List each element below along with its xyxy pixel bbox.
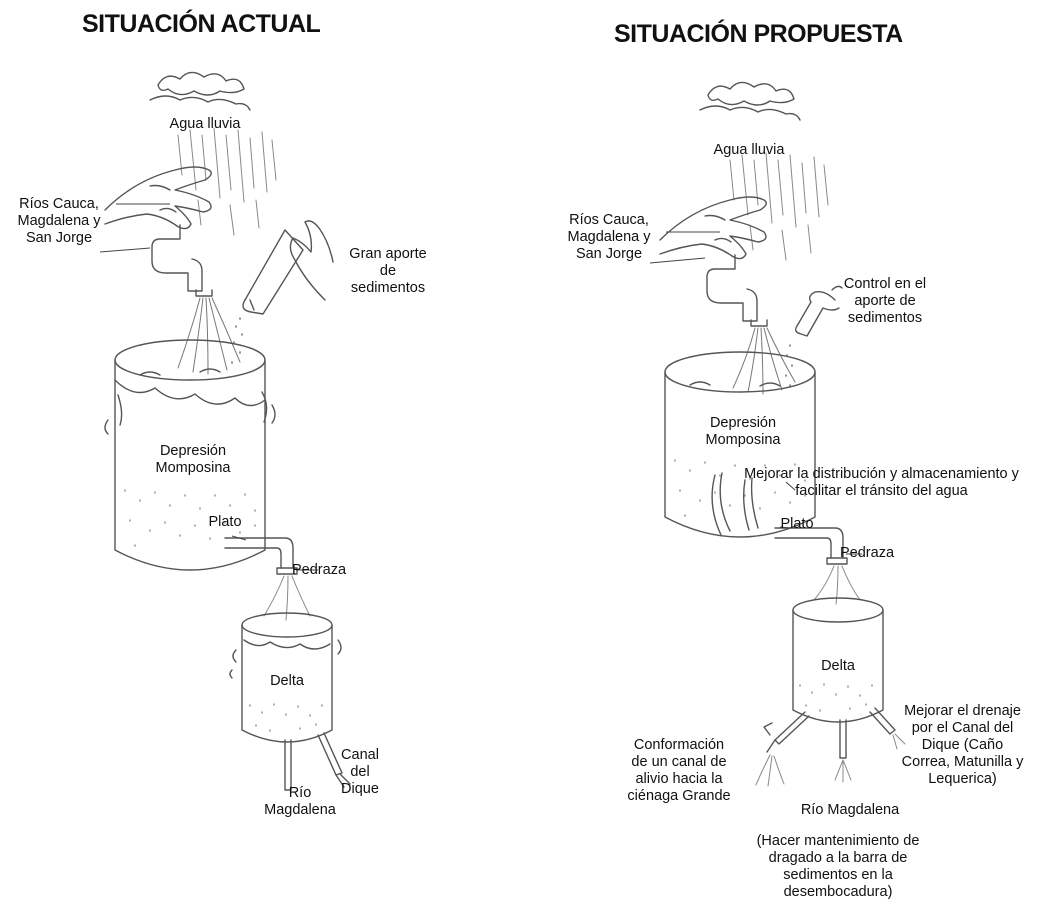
left-delta-dots — [250, 704, 322, 731]
right-canal-label: Conformación de un canal de alivio hacia… — [608, 737, 750, 805]
right-delta-outlets — [764, 708, 895, 758]
left-river-out-label: Río Magdalena — [240, 785, 360, 819]
right-cloud-icon — [700, 82, 800, 120]
right-sediment-dots — [786, 345, 792, 386]
left-water-stream — [178, 298, 240, 374]
right-dredging-label: (Hacer mantenimiento de dragado a la bar… — [728, 833, 948, 901]
left-sediments-label: Gran aporte de sedimentos — [338, 246, 438, 297]
left-plato-label: Plato — [200, 514, 250, 531]
left-depression-label: Depresión Momposina — [138, 443, 248, 477]
left-outlet-pipe — [225, 538, 297, 574]
left-rain-label: Agua lluvia — [160, 116, 250, 133]
left-sediment-hand-icon — [243, 221, 333, 314]
right-rivers-label: Ríos Cauca, Magdalena y San Jorge — [550, 212, 668, 263]
left-rain-lines — [178, 128, 276, 235]
right-pedraza-label: Pedraza — [840, 545, 920, 562]
right-sediments-label: Control en el aporte de sedimentos — [830, 276, 940, 327]
right-panel-title: SITUACIÓN PROPUESTA — [614, 20, 903, 49]
right-drainage-label: Mejorar el drenaje por el Canal del Diqu… — [880, 703, 1045, 788]
left-sediment-dots — [232, 318, 242, 363]
right-outlet-pipe — [775, 528, 847, 564]
right-hand-faucet-icon — [660, 197, 767, 326]
right-delta-dots — [800, 684, 872, 711]
left-panel-title: SITUACIÓN ACTUAL — [82, 10, 320, 39]
right-depression-label: Depresión Momposina — [688, 415, 798, 449]
right-river-out-label: Río Magdalena — [790, 802, 910, 819]
right-rain-lines — [730, 153, 828, 260]
left-cloud-icon — [150, 72, 250, 110]
right-rain-label: Agua lluvia — [704, 142, 794, 159]
right-improve-label: Mejorar la distribución y almacenamiento… — [714, 466, 1049, 500]
right-delta-label: Delta — [813, 658, 863, 675]
left-pedraza-label: Pedraza — [292, 562, 372, 579]
left-delta-label: Delta — [262, 673, 312, 690]
right-plato-label: Plato — [772, 516, 822, 533]
left-rivers-label: Ríos Cauca, Magdalena y San Jorge — [0, 196, 118, 247]
